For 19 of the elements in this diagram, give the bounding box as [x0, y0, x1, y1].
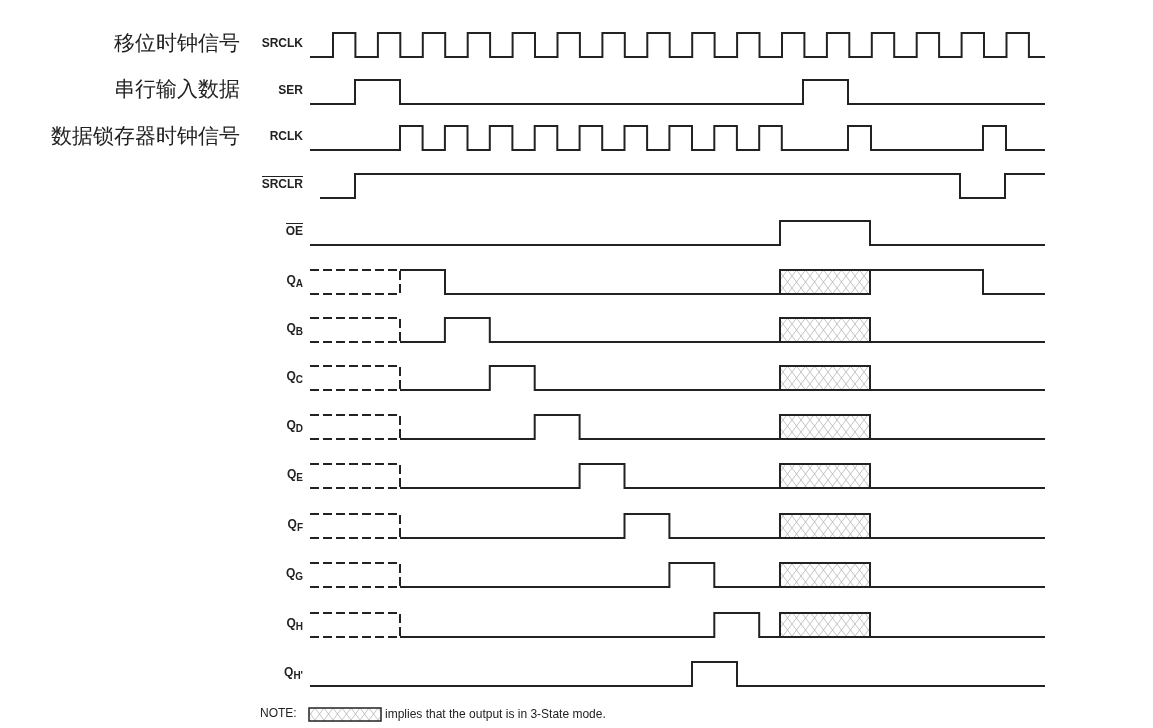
signal-description: 串行输入数据	[113, 76, 240, 103]
signal-name: Q$_{G}$	[285, 566, 303, 580]
signal-name: RCLK	[269, 129, 303, 143]
signal-description: 数据锁存器时钟信号	[50, 123, 240, 150]
signal-name: Q$_{D}$	[286, 418, 303, 432]
signal-name: Q$_{C}$	[286, 369, 303, 383]
signal-name: Q$_{B}$	[286, 321, 303, 335]
signal-name: SER	[278, 83, 303, 97]
signal-name: Q$_{F}$	[287, 517, 303, 531]
signal-name: SRCLK	[261, 36, 303, 50]
signal-description: 移位时钟信号	[113, 30, 240, 57]
legend-text: implies that the output is in 3-State mode.	[385, 707, 606, 721]
signal-name: Q$_{E}$	[287, 467, 303, 481]
signal-name: OE	[285, 223, 303, 238]
signal-name: Q$_{H}$	[286, 616, 303, 630]
signal-name: Q$_{A}$	[286, 273, 303, 287]
signal-name: Q$_{H'}$	[284, 665, 303, 679]
signal-name: SRCLR	[261, 176, 303, 191]
note-label: NOTE:	[260, 706, 297, 720]
